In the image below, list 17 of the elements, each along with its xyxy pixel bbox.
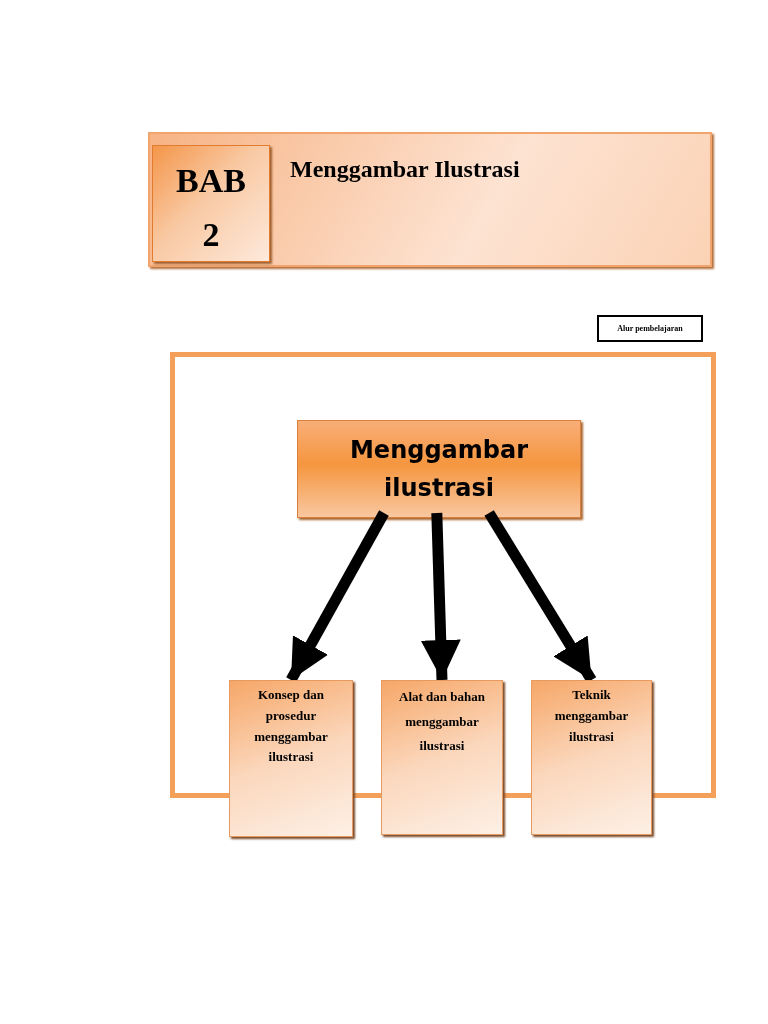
subtopic-card [531, 680, 652, 835]
arrow [484, 510, 597, 683]
subtopic-card [381, 680, 503, 835]
header-band [148, 132, 712, 267]
label-box [597, 315, 703, 342]
subtopic-text: Konsep dan prosedur menggambar ilustrasi [253, 686, 329, 767]
subtopic-card [229, 680, 353, 837]
arrow [420, 512, 461, 681]
chapter-box [152, 145, 270, 262]
topic-box [297, 420, 581, 518]
subtopic-text: Teknik menggambar ilustrasi [553, 686, 630, 746]
chapter-title: Menggambar Ilustrasi [290, 156, 521, 183]
arrow [286, 510, 389, 683]
chapter-number: BAB 2 [175, 161, 247, 256]
label-text: Alur pembelajaran [616, 324, 684, 333]
topic-title: Menggambar ilustrasi [349, 435, 529, 505]
subtopic-text: Alat dan bahan menggambar ilustrasi [398, 688, 486, 756]
